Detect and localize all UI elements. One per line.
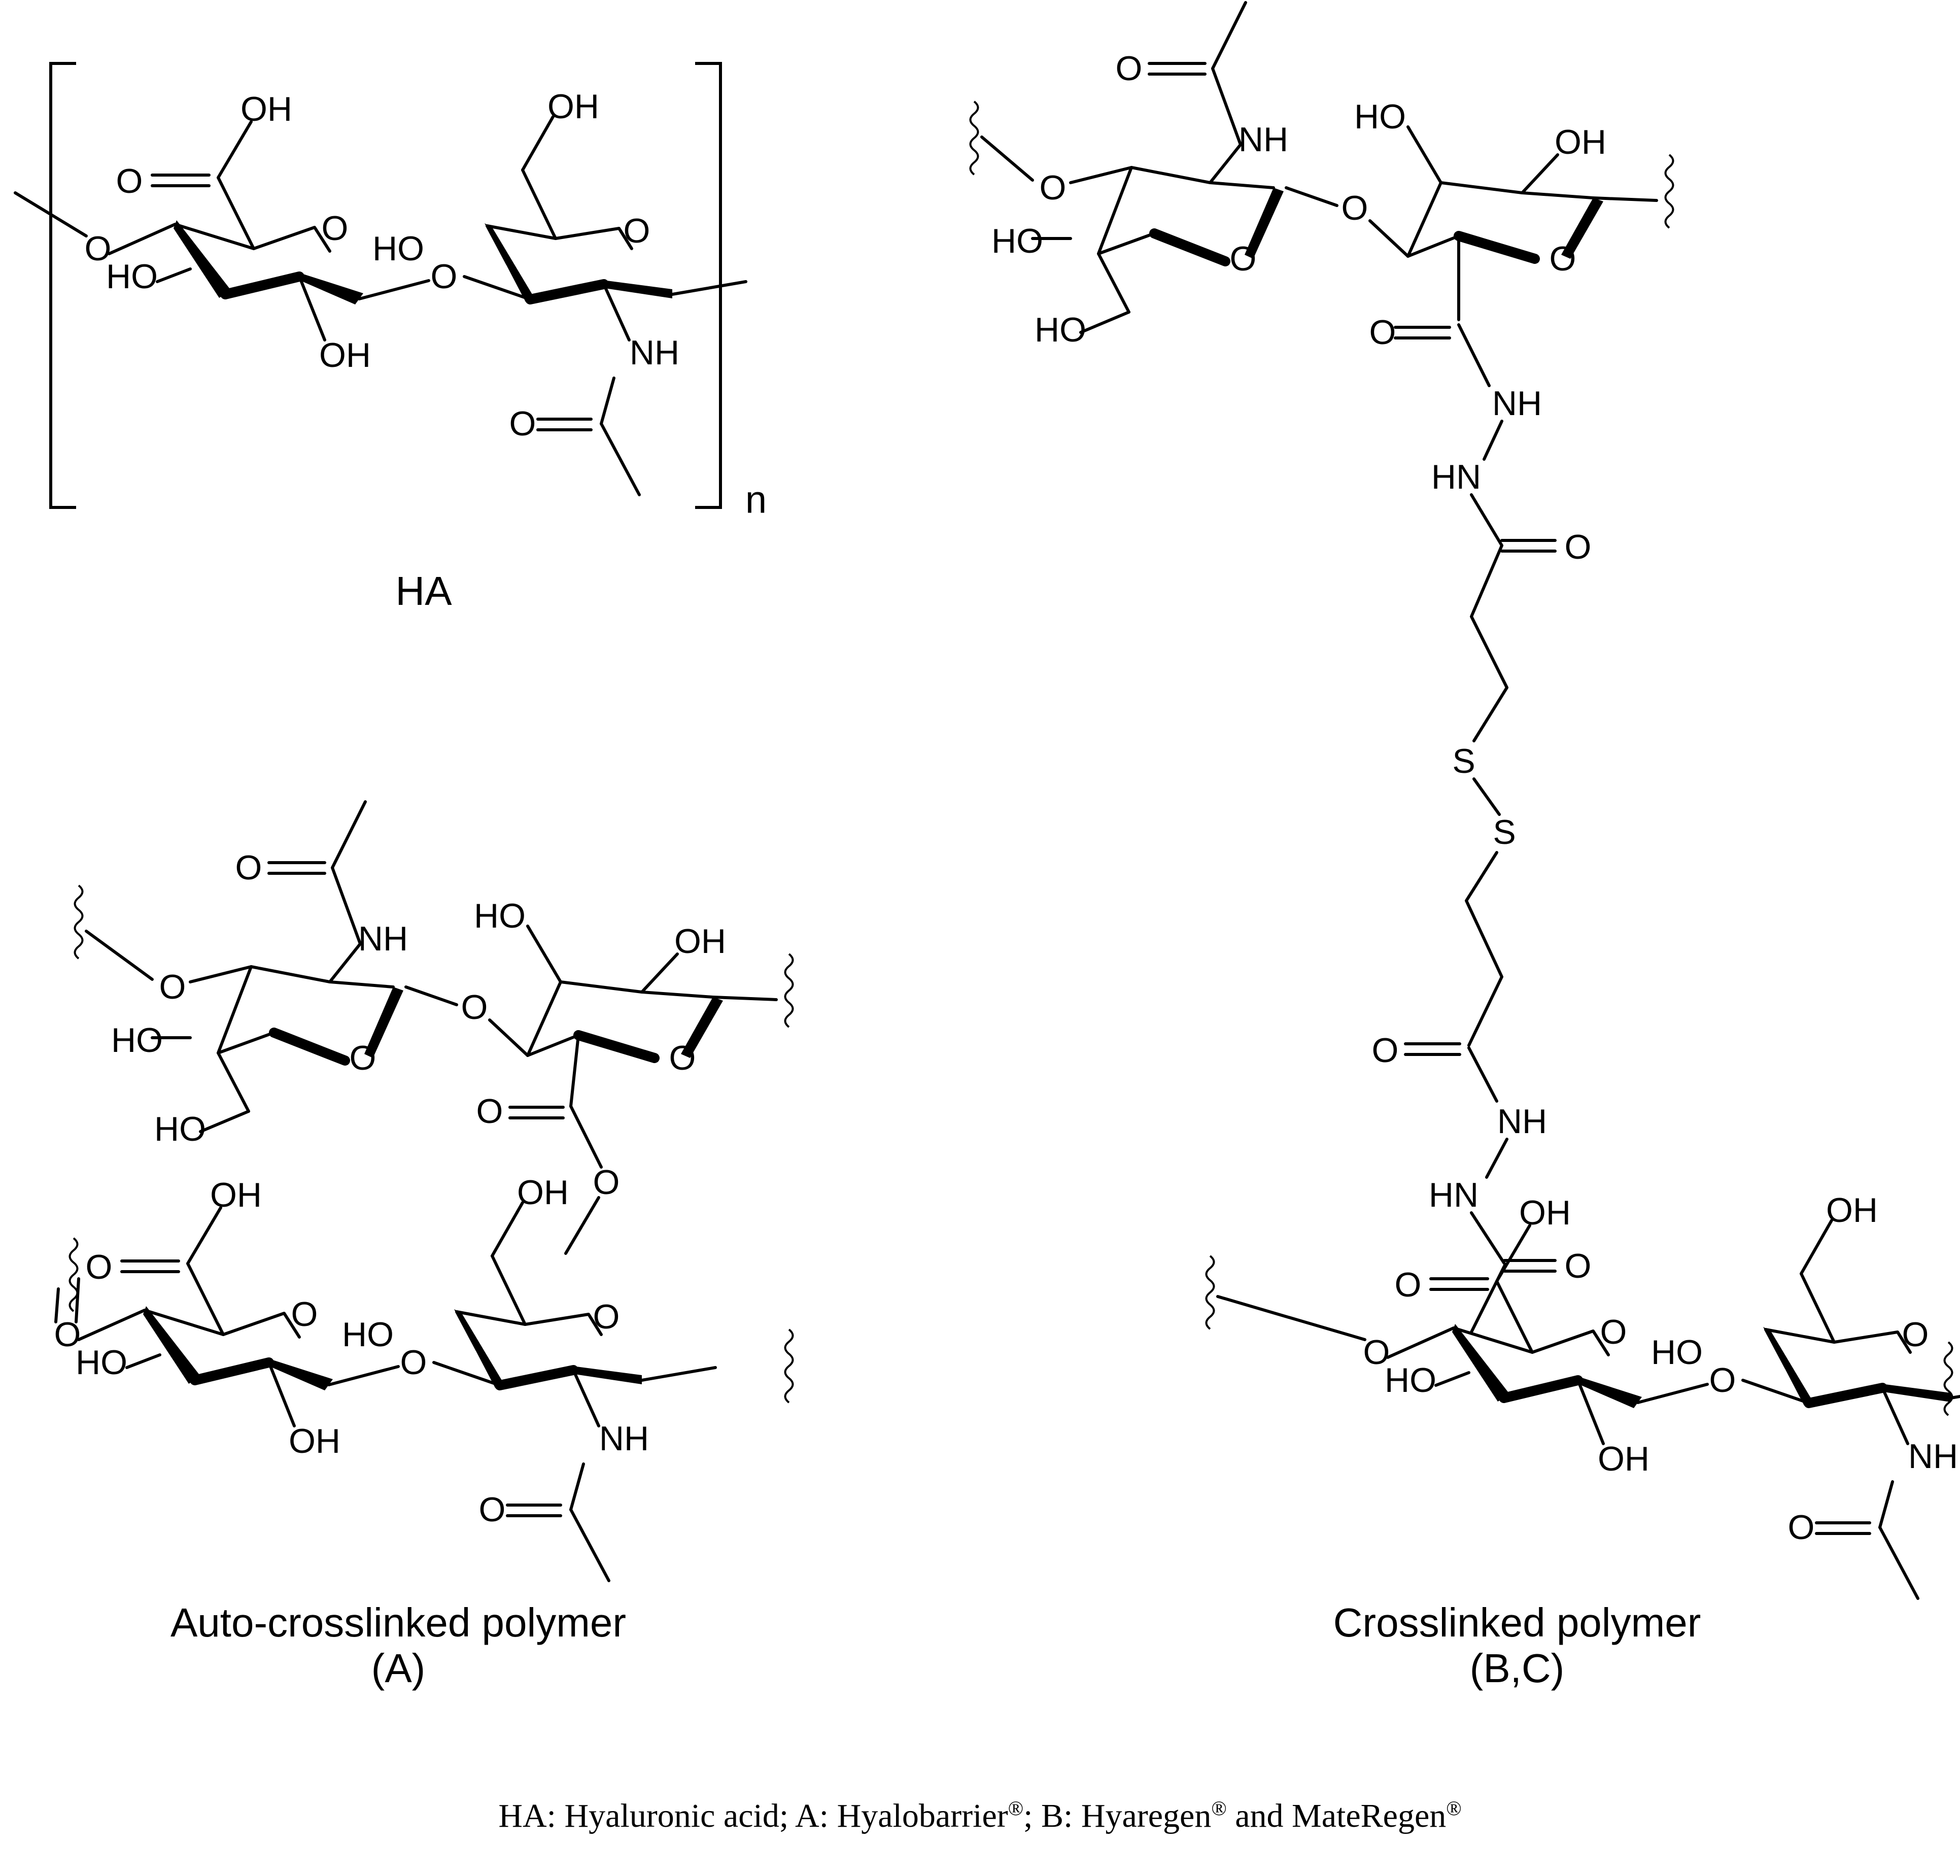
svg-text:HN: HN [1431,458,1481,496]
svg-text:OH: OH [1555,123,1606,161]
auto-crosslinked-structure: O O NH HO HO O O [54,800,794,1691]
caption-a-text: Hyalobarrier [837,1797,1008,1834]
svg-text:NH: NH [1497,1102,1547,1141]
svg-text:HO: HO [154,1110,206,1148]
figure-caption: HA: Hyaluronic acid; A: Hyalobarrier®; B… [498,1797,1462,1834]
svg-text:O: O [476,1092,503,1131]
upper-strand: O O NH HO HO O O [969,1,1674,349]
svg-text:O: O [1565,1247,1592,1285]
crosslinked-label-line2: (B,C) [1470,1646,1565,1691]
svg-text:O: O [1116,49,1143,88]
ha-label: HA [395,568,452,613]
caption-b-joiner: and [1235,1797,1284,1834]
crosslinked-structure: O O NH HO HO O O [969,1,1960,1691]
svg-text:NH: NH [358,919,408,958]
svg-text:O: O [1369,313,1396,352]
caption-b-abbrev: B [1041,1797,1063,1834]
caption-ha-abbrev: HA [498,1797,547,1834]
repeat-subscript-n: n [745,479,767,522]
svg-text:O: O [1230,240,1257,278]
svg-text:O: O [235,848,262,887]
svg-text:O: O [461,988,488,1027]
caption-ha-text: Hyaluronic acid [564,1797,779,1834]
registered-mark: ® [1211,1797,1227,1820]
svg-text:HO: HO [1035,311,1086,349]
svg-text:NH: NH [1492,384,1542,423]
svg-text:O: O [1342,189,1368,227]
svg-text:O: O [350,1039,376,1077]
disulfide-linker: O NH HN O S S O NH HN O [1369,234,1592,1334]
svg-text:S: S [1493,813,1516,851]
auto-label-line2: (A) [371,1646,426,1691]
svg-text:OH: OH [674,922,726,961]
svg-text:HO: HO [1354,97,1406,136]
upper-strand: O O NH HO HO O O [74,800,794,1255]
auto-label-line1: Auto-crosslinked polymer [170,1600,626,1645]
svg-text:O: O [159,968,186,1006]
svg-text:O: O [1040,168,1067,207]
svg-text:O: O [1550,240,1576,278]
svg-text:HN: HN [1429,1176,1478,1214]
svg-text:O: O [593,1163,620,1202]
svg-text:S: S [1452,742,1475,780]
svg-text:NH: NH [1239,120,1288,159]
registered-mark: ® [1446,1797,1462,1820]
svg-text:HO: HO [991,222,1043,260]
caption-b-text1: Hyaregen [1081,1797,1212,1834]
svg-text:HO: HO [111,1021,163,1060]
svg-text:O: O [1565,528,1592,566]
ha-structure: n HA [14,62,767,613]
lower-strand [54,1173,794,1581]
svg-text:O: O [1372,1031,1399,1070]
crosslinked-label-line1: Crosslinked polymer [1333,1600,1701,1645]
svg-text:O: O [669,1039,696,1077]
caption-a-abbrev: A [795,1797,819,1834]
svg-text:HO: HO [474,897,526,935]
registered-mark: ® [1008,1797,1024,1820]
lower-strand [1205,1191,1960,1598]
caption-b-text2: MateRegen [1292,1797,1447,1834]
